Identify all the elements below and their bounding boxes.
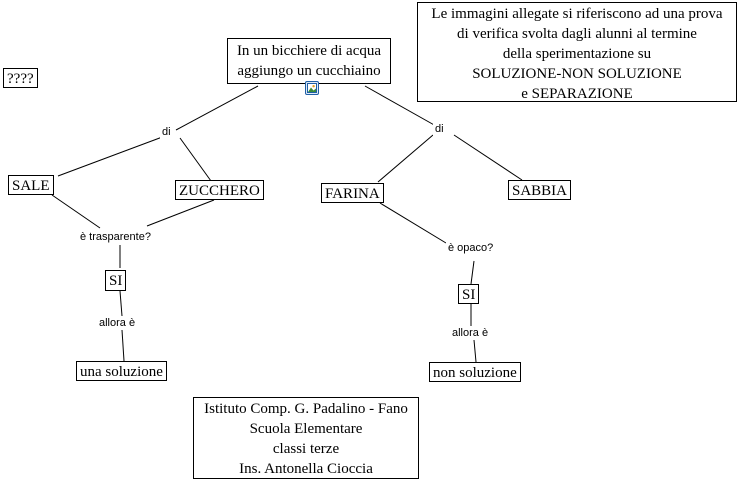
info-note-node[interactable]: Le immagini allegate si riferiscono ad u… xyxy=(417,2,737,102)
concept-una-soluzione[interactable]: una soluzione xyxy=(76,361,167,381)
concept-non-soluzione[interactable]: non soluzione xyxy=(429,362,521,382)
concept-si-left[interactable]: SI xyxy=(105,270,127,291)
info-line-2: di verifica svolta dagli alunni al termi… xyxy=(457,26,697,42)
credits-node[interactable]: Istituto Comp. G. Padalino - Fano Scuola… xyxy=(193,397,419,479)
line-opaco-si-right xyxy=(470,260,475,285)
link-label-di-right: di xyxy=(433,122,446,136)
line-di-left-zucchero xyxy=(179,137,212,182)
credits-line-4: Ins. Antonella Cioccia xyxy=(239,461,373,477)
link-label-allora-left: allora è xyxy=(97,316,138,330)
question-marks-node[interactable]: ???? xyxy=(3,68,38,88)
line-allora-right-nonsoluzione xyxy=(473,339,477,363)
line-sale-trasparente xyxy=(51,194,101,229)
concept-zucchero[interactable]: ZUCCHERO xyxy=(175,180,264,200)
line-di-right-farina xyxy=(377,134,434,183)
link-label-opaco: è opaco? xyxy=(446,241,496,255)
line-root-di-left xyxy=(175,85,259,131)
info-line-5: e SEPARAZIONE xyxy=(521,86,633,102)
line-allora-left-soluzione xyxy=(121,329,125,362)
line-zucchero-trasparente xyxy=(146,199,215,227)
link-label-di-left: di xyxy=(160,125,173,139)
concept-si-right[interactable]: SI xyxy=(458,284,480,304)
concept-sale[interactable]: SALE xyxy=(8,175,54,195)
credits-line-3: classi terze xyxy=(272,441,340,457)
concept-sabbia[interactable]: SABBIA xyxy=(508,180,572,200)
line-si-left-allora xyxy=(119,290,123,317)
credits-line-2: Scuola Elementare xyxy=(249,421,363,437)
line-di-right-sabbia xyxy=(453,134,523,181)
info-line-1: Le immagini allegate si riferiscono ad u… xyxy=(431,6,723,22)
concept-farina[interactable]: FARINA xyxy=(321,183,384,203)
link-label-trasparente: è trasparente? xyxy=(78,230,153,244)
root-line-2: aggiungo un cucchiaino xyxy=(237,63,381,79)
info-line-4: SOLUZIONE-NON SOLUZIONE xyxy=(472,66,682,82)
line-root-di-right xyxy=(364,85,437,127)
root-line-1: In un bicchiere di acqua xyxy=(236,43,382,59)
link-label-allora-right: allora è xyxy=(450,326,491,340)
image-attachment-icon[interactable] xyxy=(305,81,319,95)
line-di-left-sale xyxy=(57,135,166,177)
credits-line-1: Istituto Comp. G. Padalino - Fano xyxy=(204,401,408,417)
root-concept-node[interactable]: In un bicchiere di acqua aggiungo un cuc… xyxy=(227,38,391,84)
line-farina-opaco xyxy=(379,202,447,244)
info-line-3: della sperimentazione su xyxy=(502,46,652,62)
